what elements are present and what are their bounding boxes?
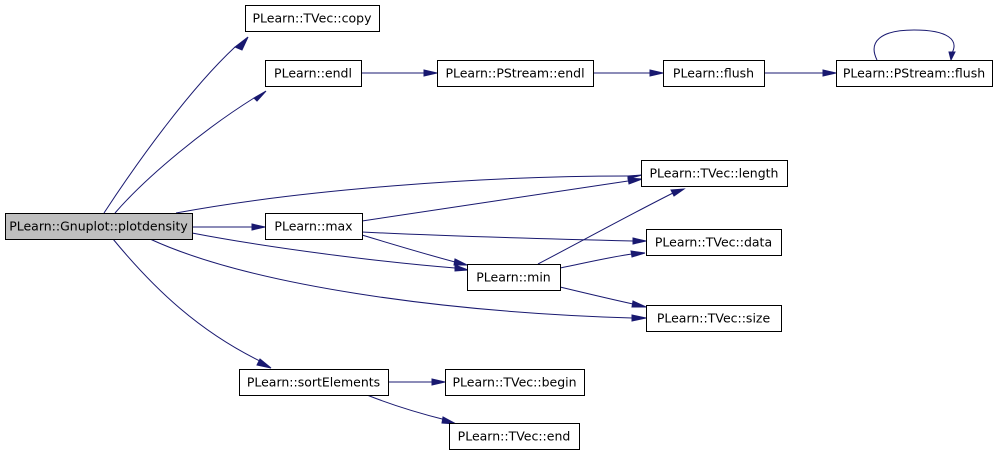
arrowhead-icon	[632, 237, 647, 245]
node-label: PLearn::flush	[673, 66, 754, 81]
node-tvec-length[interactable]: PLearn::TVec::length	[641, 160, 788, 187]
arrowhead-icon	[627, 177, 643, 185]
arrowhead-icon	[251, 223, 266, 231]
edge-line	[559, 286, 634, 305]
node-box	[437, 60, 594, 87]
node-tvec-copy[interactable]: PLearn::TVec::copy	[245, 5, 380, 32]
arrowhead-icon	[431, 378, 446, 386]
node-pstream-endl[interactable]: PLearn::PStream::endl	[437, 60, 594, 87]
node-label: PLearn::TVec::begin	[452, 375, 576, 390]
edge-plotdensity-to-sortelements	[112, 238, 272, 369]
edge-plotdensity-to-max	[191, 223, 266, 231]
node-label: PLearn::PStream::endl	[445, 66, 584, 81]
edge-line	[873, 29, 955, 61]
arrowhead-icon	[631, 300, 647, 308]
edge-line	[361, 231, 634, 242]
node-label: PLearn::TVec::end	[458, 429, 571, 444]
arrowhead-icon	[454, 264, 469, 272]
edge-line	[114, 97, 255, 214]
edge-endl-to-pstream_endl	[362, 69, 438, 77]
node-label: PLearn::endl	[274, 66, 352, 81]
edge-sortelements-to-tvec_end	[366, 394, 457, 425]
edge-line	[103, 46, 236, 214]
edge-max-to-tvec_length	[361, 177, 643, 222]
node-box	[641, 160, 788, 187]
node-plotdensity[interactable]: PLearn::Gnuplot::plotdensity	[5, 213, 193, 240]
edge-plotdensity-to-tvec_size	[149, 238, 647, 322]
node-endl[interactable]: PLearn::endl	[265, 60, 362, 87]
node-min[interactable]: PLearn::min	[467, 264, 561, 291]
arrowhead-icon	[441, 416, 457, 425]
node-box	[449, 423, 580, 450]
arrowhead-icon	[631, 314, 647, 322]
edge-plotdensity-to-tvec_copy	[103, 36, 249, 214]
node-box	[265, 213, 363, 240]
node-box	[646, 229, 782, 256]
edge-line	[361, 234, 456, 263]
node-box	[445, 369, 585, 396]
node-box	[239, 369, 389, 396]
edge-pstream_endl-to-flush	[593, 69, 664, 77]
edge-line	[361, 180, 629, 222]
node-box	[265, 60, 362, 87]
edge-min-to-tvec_size	[559, 286, 647, 308]
edge-line	[149, 238, 633, 319]
arrowhead-icon	[253, 90, 267, 102]
arrowhead-icon	[256, 358, 272, 369]
node-tvec-data[interactable]: PLearn::TVec::data	[646, 229, 782, 256]
edge-plotdensity-to-endl	[114, 90, 267, 214]
edge-sortelements-to-tvec_begin	[388, 378, 446, 386]
edge-line	[559, 253, 633, 269]
arrowhead-icon	[649, 69, 664, 77]
node-label: PLearn::TVec::copy	[253, 11, 373, 26]
arrowhead-icon	[423, 69, 438, 77]
edge-line	[112, 238, 263, 363]
node-label: PLearn::min	[476, 270, 550, 285]
node-label: PLearn::sortElements	[247, 375, 380, 390]
edge-max-to-min	[361, 234, 468, 266]
node-label: PLearn::PStream::flush	[843, 66, 985, 81]
node-tvec-begin[interactable]: PLearn::TVec::begin	[445, 369, 585, 396]
edge-line	[366, 394, 447, 421]
edge-line	[175, 175, 629, 214]
edge-plotdensity-to-tvec_length	[175, 174, 643, 214]
node-tvec-end[interactable]: PLearn::TVec::end	[449, 423, 580, 450]
node-label: PLearn::TVec::data	[655, 235, 772, 250]
node-max[interactable]: PLearn::max	[265, 213, 363, 240]
node-label: PLearn::max	[274, 219, 352, 234]
node-pstream-flush[interactable]: PLearn::PStream::flush	[836, 60, 993, 87]
arrowhead-icon	[670, 188, 686, 197]
node-label: PLearn::TVec::size	[657, 311, 771, 326]
node-tvec-size[interactable]: PLearn::TVec::size	[646, 305, 782, 332]
arrowhead-icon	[948, 51, 956, 62]
edge-flush-to-pstream_flush	[764, 69, 837, 77]
edge-min-to-tvec_data	[559, 250, 646, 269]
node-flush[interactable]: PLearn::flush	[663, 60, 765, 87]
edge-line	[191, 232, 456, 269]
edge-line	[537, 192, 674, 265]
node-label: PLearn::Gnuplot::plotdensity	[9, 219, 188, 234]
arrowhead-icon	[453, 258, 468, 266]
arrowhead-icon	[630, 250, 646, 258]
node-box	[646, 305, 782, 332]
node-box	[245, 5, 380, 32]
node-box	[836, 60, 993, 87]
node-box	[663, 60, 765, 87]
edge-min-to-tvec_length	[537, 188, 686, 265]
arrowhead-icon	[234, 36, 249, 51]
node-box	[5, 213, 193, 240]
node-sortelements[interactable]: PLearn::sortElements	[239, 369, 389, 396]
arrowhead-icon	[822, 69, 837, 77]
node-box	[467, 264, 561, 291]
node-label: PLearn::TVec::length	[650, 166, 779, 181]
edge-max-to-tvec_data	[361, 231, 647, 245]
edge-pstream_flush-to-pstream_flush	[873, 29, 956, 62]
edge-plotdensity-to-min	[191, 232, 469, 272]
